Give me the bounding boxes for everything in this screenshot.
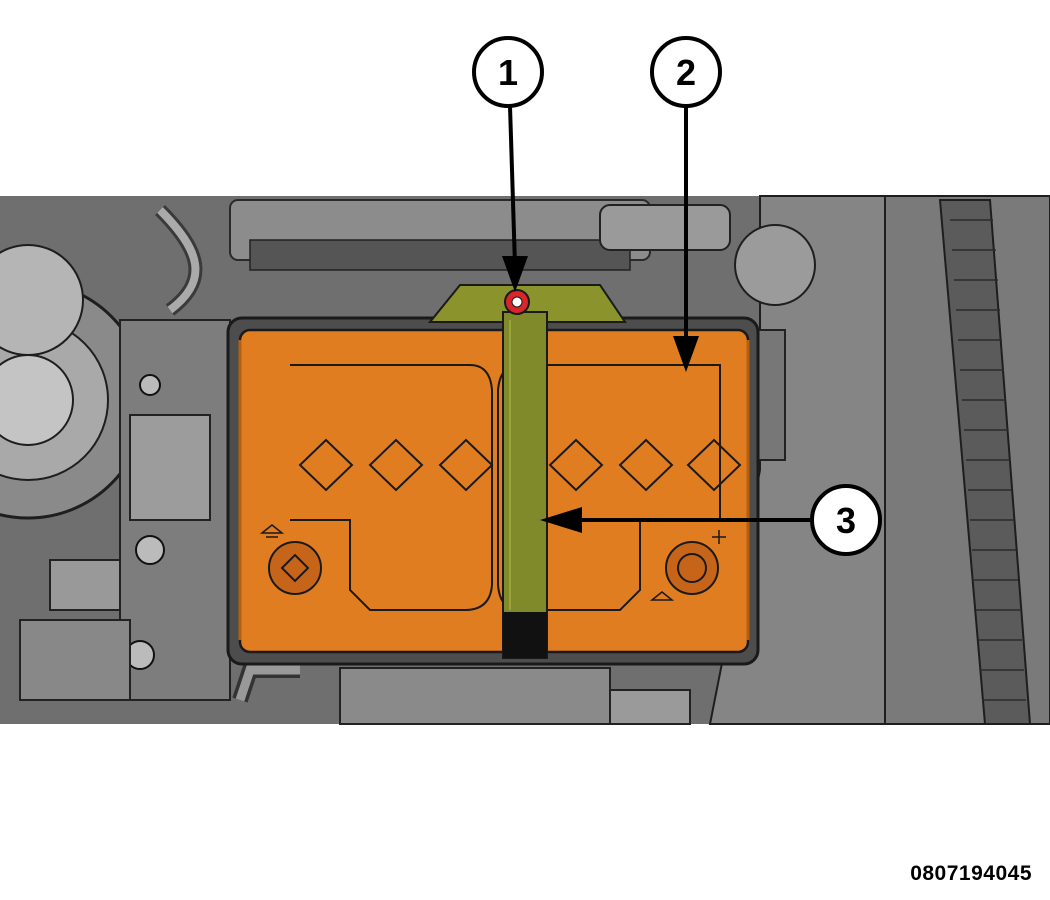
callout-3: 3 [540,484,882,556]
hold-down-strap [502,311,548,659]
figure-id: 0807194045 [910,862,1032,885]
callout-1: 1 [472,36,544,292]
negative-terminal [259,524,322,595]
battery [238,328,750,654]
callout-2: 2 [650,36,722,372]
retaining-bolt [504,289,530,315]
callout-2-label: 2 [676,52,696,93]
callout-3-label: 3 [836,500,856,541]
positive-terminal [649,530,726,601]
callout-1-label: 1 [498,52,518,93]
